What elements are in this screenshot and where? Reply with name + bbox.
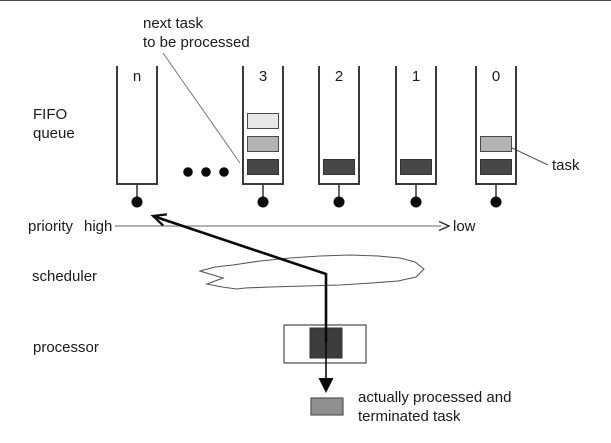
next-task-annotation: next task to be processed (143, 14, 250, 52)
scheduler-to-queue-arrow (150, 213, 328, 342)
task-medium (247, 136, 279, 152)
queue-label: 1 (411, 68, 421, 85)
priority-high-label: high (84, 218, 113, 235)
next-task-line1: next task (143, 15, 204, 32)
terminated-task-annotation: actually processed and terminated task (358, 388, 511, 426)
ellipsis-dot (183, 167, 193, 177)
priority-axis (115, 220, 451, 232)
queue-column-0: 0 (475, 66, 517, 185)
fifo-queue-label: FIFO queue (33, 105, 75, 143)
scheduler-arrowhead (150, 213, 168, 227)
processor-label: processor (33, 339, 99, 356)
next-task-leader-line (162, 52, 241, 164)
priority-label: priority (28, 218, 74, 235)
queue-0-outlet-dot (490, 196, 502, 208)
priority-low-label: low (453, 218, 476, 235)
ellipsis-dot (201, 167, 211, 177)
scheduler-arrow-diagonal (152, 214, 327, 276)
terminated-line2: terminated task (358, 408, 461, 425)
queue-label: 3 (258, 68, 268, 85)
task-medium (480, 136, 512, 152)
scheduler-label: scheduler (32, 268, 98, 285)
terminated-line1: actually processed and (358, 389, 512, 406)
task-dark (323, 159, 355, 175)
queue-3-outlet-dot (257, 196, 269, 208)
queue-2-outlet-dot (333, 196, 345, 208)
queue-label: n (132, 68, 142, 85)
queue-1-outlet-dot (410, 196, 422, 208)
task-dark (480, 159, 512, 175)
queue-column-1: 1 (395, 66, 437, 185)
next-task-line2: to be processed (143, 34, 250, 51)
queue-outlets (131, 185, 502, 208)
priority-axis-arrowhead (438, 220, 451, 232)
processed-task-arrow (318, 341, 334, 393)
task-dark (400, 159, 432, 175)
queue-column-2: 2 (318, 66, 360, 185)
fifo-line1: FIFO (33, 106, 68, 123)
ellipsis-dot (219, 167, 229, 177)
queue-column-n: n (116, 66, 158, 185)
queue-label: 0 (491, 68, 501, 85)
task-label: task (552, 157, 580, 174)
queue-n-outlet-dot (131, 196, 143, 208)
task-light (247, 113, 279, 129)
ellipsis-dots (183, 167, 229, 177)
scheduler-cloud (197, 254, 425, 290)
task-dark (247, 159, 279, 175)
processed-arrowhead (318, 378, 334, 393)
queue-column-3: 3 (242, 66, 284, 185)
queue-label: 2 (334, 68, 344, 85)
terminated-task (310, 397, 344, 416)
fifo-line2: queue (33, 125, 75, 142)
